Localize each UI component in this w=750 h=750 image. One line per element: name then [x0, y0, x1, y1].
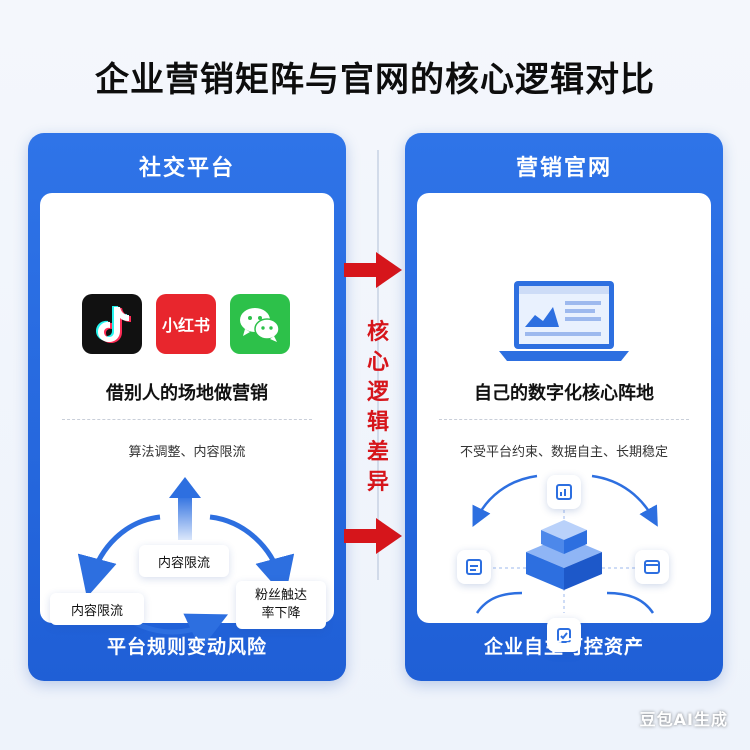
document-icon: [457, 550, 491, 584]
social-platform-header: 社交平台: [138, 156, 235, 181]
label-char: 逻: [366, 380, 389, 405]
data-hub-diagram: [472, 474, 658, 614]
label-char: 心: [366, 350, 389, 375]
social-card-subtitle: 算法调整、内容限流: [128, 445, 246, 460]
core-logic-difference-label: 核 心 逻 辑 差 异: [358, 318, 398, 498]
social-platform-card: 小红书 借别人的场地做营销 算法调整、内容限流: [40, 193, 334, 643]
social-platform-footer: 平台规则变动风险: [106, 636, 267, 658]
cycle-left-node: 内容限流: [50, 593, 144, 625]
social-platform-panel: 社交平台 小红书 借别人的场地做营销: [28, 133, 346, 681]
cycle-right-node: 粉丝触达 率下降: [236, 581, 326, 629]
social-card-divider: [62, 419, 312, 420]
label-char: 异: [366, 470, 389, 495]
xiaohongshu-icon: 小红书: [156, 294, 216, 354]
website-card-divider: [439, 419, 689, 420]
top-red-arrow: [344, 252, 402, 288]
website-card-title: 自己的数字化核心阵地: [474, 383, 654, 404]
marketing-website-header: 营销官网: [515, 156, 612, 181]
wechat-icon: [230, 294, 290, 354]
label-char: 差: [366, 440, 389, 465]
xiaohongshu-label: 小红书: [161, 316, 210, 335]
label-char: 辑: [366, 410, 389, 435]
cycle-top-node: 内容限流: [139, 545, 229, 577]
cycle-arrows: [77, 477, 295, 643]
report-icon: [547, 475, 581, 509]
clipboard-check-icon: [547, 618, 581, 652]
social-card-title: 借别人的场地做营销: [106, 383, 268, 404]
marketing-website-card: 自己的数字化核心阵地 不受平台约束、数据自主、长期稳定: [417, 193, 711, 652]
bottom-red-arrow: [344, 518, 402, 554]
marketing-website-panel: 营销官网 自己的数字化核心阵地 不受平台约束、数据自主、长期稳定: [405, 133, 723, 681]
center-divider: [377, 150, 379, 580]
watermark: 豆包AI生成: [639, 710, 728, 729]
marketing-website-footer: 企业自主可控资产: [483, 636, 644, 658]
label-char: 核: [366, 320, 389, 345]
website-card-subtitle: 不受平台约束、数据自主、长期稳定: [459, 445, 668, 460]
page-title: 企业营销矩阵与官网的核心逻辑对比: [95, 60, 655, 100]
folder-icon: [635, 550, 669, 584]
douyin-icon: [82, 294, 142, 354]
laptop-icon: [499, 281, 629, 361]
